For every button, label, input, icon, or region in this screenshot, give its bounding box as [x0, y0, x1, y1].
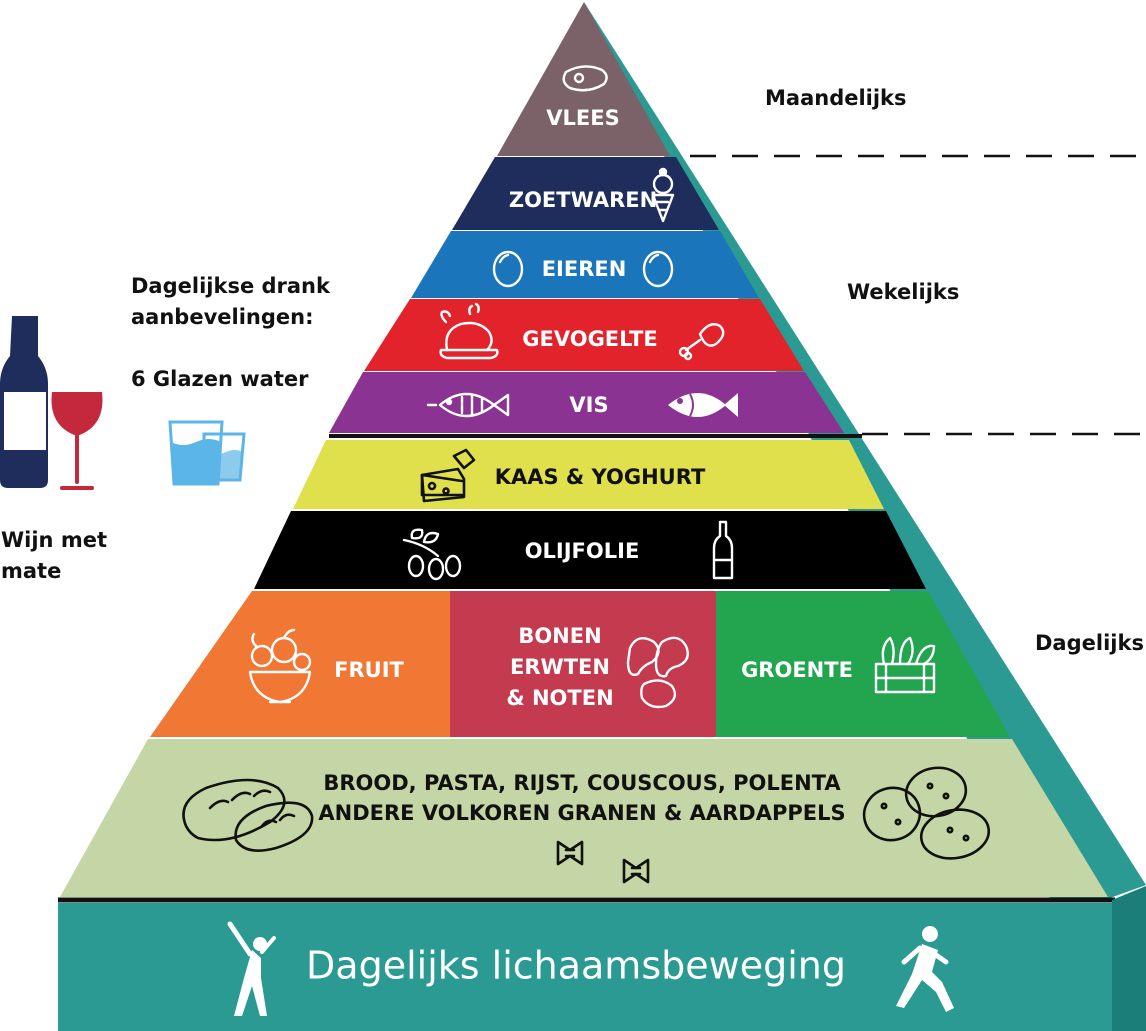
tier-bonen	[450, 591, 716, 737]
drinks-heading-1: Dagelijkse drank	[131, 274, 331, 298]
roast-chicken-icon	[439, 302, 499, 360]
beans-icon	[626, 636, 689, 709]
chicken-leg-icon	[678, 323, 725, 361]
freq-weekly: Wekelijks	[847, 280, 959, 304]
potato-icon	[862, 766, 991, 860]
cheese-icon	[420, 448, 476, 503]
drinks-wine-1: Wijn met	[1, 528, 107, 552]
label-groente: GROENTE	[741, 658, 853, 682]
label-base: Dagelijks lichaamsbeweging	[306, 944, 846, 988]
pyramid-side-face	[584, 2, 1146, 898]
olive-branch-icon	[402, 528, 462, 581]
label-olijfolie: OLIJFOLIE	[525, 539, 640, 563]
water-glasses-icon	[168, 420, 246, 486]
pasta-icon	[556, 840, 650, 884]
bread-icon	[182, 778, 314, 852]
freq-monthly: Maandelijks	[765, 86, 907, 110]
drinks-wine-2: mate	[1, 559, 61, 583]
label-vlees: VLEES	[546, 106, 619, 130]
tier-gevogelte	[364, 299, 804, 371]
tier-fruit	[150, 591, 450, 737]
label-kaas-yoghurt: KAAS & YOGHURT	[495, 465, 706, 489]
fish-icon	[668, 393, 738, 417]
label-granen-1: BROOD, PASTA, RIJST, COUSCOUS, POLENTA	[323, 771, 841, 795]
base-side-face	[1112, 886, 1146, 1031]
runner-icon	[896, 926, 954, 1012]
vegetable-crate-icon	[874, 636, 936, 694]
label-eieren: EIEREN	[542, 257, 627, 281]
drinks-water: 6 Glazen water	[131, 367, 309, 391]
tier-granen	[60, 739, 1108, 897]
label-zoetwaren: ZOETWAREN	[509, 188, 657, 212]
tier-kaas-yoghurt	[293, 440, 884, 509]
fruit-bowl-icon	[248, 628, 312, 704]
label-granen-2: ANDERE VOLKOREN GRANEN & AARDAPPELS	[318, 801, 845, 825]
wine-bottle-glass-icon	[0, 316, 103, 490]
fish-icon	[426, 392, 510, 418]
tier-zoetwaren	[452, 157, 719, 230]
ice-cream-icon	[651, 167, 675, 223]
oil-bottle-icon	[712, 520, 734, 580]
label-bonen-3: & NOTEN	[506, 686, 613, 710]
freq-daily: Dagelijks	[1035, 631, 1144, 655]
tier-groente	[716, 591, 1010, 737]
egg-icon	[492, 250, 674, 288]
tier-vis	[329, 372, 844, 433]
label-bonen-2: ERWTEN	[510, 655, 610, 679]
base-slab	[58, 903, 1112, 1031]
label-fruit: FRUIT	[334, 658, 404, 682]
dancer-icon	[227, 921, 276, 1016]
drinks-heading-2: aanbevelingen:	[131, 305, 313, 329]
label-vis: VIS	[569, 393, 608, 417]
label-bonen-1: BONEN	[518, 624, 601, 648]
steak-icon	[562, 65, 608, 92]
label-gevogelte: GEVOGELTE	[522, 327, 657, 351]
